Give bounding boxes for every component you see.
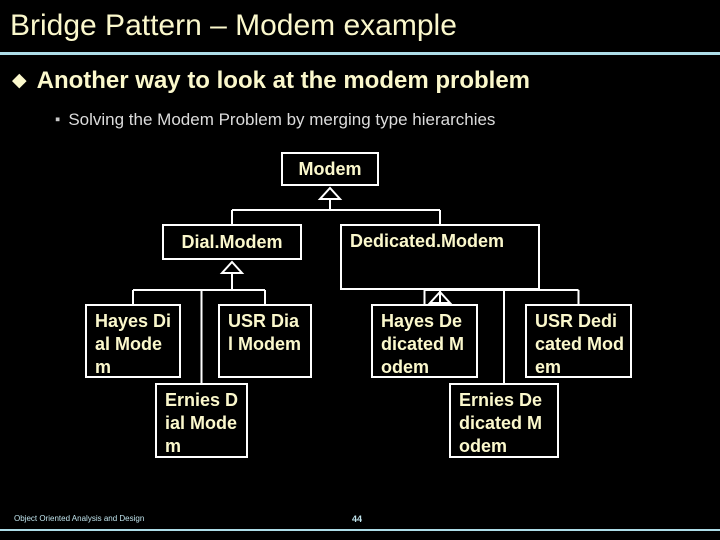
bullet-level2: ▪ Solving the Modem Problem by merging t… <box>55 108 495 132</box>
square-bullet-icon: ▪ <box>55 111 61 128</box>
class-box-label: Hayes Dedicated Modem <box>381 311 465 377</box>
class-box-label: USR Dial Modem <box>228 311 302 354</box>
class-box-modem: Modem <box>281 152 379 186</box>
bullet-level1-text: Another way to look at the modem problem <box>36 67 531 94</box>
class-box-dial-modem: Dial.Modem <box>162 224 302 260</box>
bullet-level2-text: Solving the Modem Problem by merging typ… <box>68 110 496 129</box>
footer-divider <box>0 529 720 531</box>
title-divider <box>0 52 720 55</box>
class-box-usr-dial: USR Dial Modem <box>218 304 312 378</box>
class-box-hayes-dial: Hayes Dial Modem <box>85 304 181 378</box>
generalization-arrowhead-icon <box>317 186 343 200</box>
class-box-dedicated-modem: Dedicated.Modem <box>340 224 540 290</box>
bullet-level1: ◆ Another way to look at the modem probl… <box>12 66 530 96</box>
class-box-label: Dial.Modem <box>181 231 283 252</box>
class-box-usr-dedicated: USR Dedicated Modem <box>525 304 632 378</box>
footer-course-label: Object Oriented Analysis and Design <box>14 514 145 523</box>
diamond-bullet-icon: ◆ <box>12 70 27 91</box>
class-box-label: Modem <box>298 158 362 179</box>
footer-page-number: 44 <box>352 514 363 524</box>
class-box-label: Hayes Dial Modem <box>95 311 172 377</box>
page-title: Bridge Pattern – Modem example <box>10 9 457 42</box>
class-box-label: Ernies Dedicated Modem <box>459 390 543 456</box>
class-box-hayes-dedicated: Hayes Dedicated Modem <box>371 304 478 378</box>
class-box-label: Dedicated.Modem <box>350 231 505 251</box>
class-box-label: Ernies Dial Modem <box>165 390 239 456</box>
generalization-arrowhead-icon <box>219 260 245 274</box>
class-box-ernies-dedicated: Ernies Dedicated Modem <box>449 383 559 458</box>
class-box-ernies-dial: Ernies Dial Modem <box>155 383 248 458</box>
class-box-label: USR Dedicated Modem <box>535 311 625 377</box>
